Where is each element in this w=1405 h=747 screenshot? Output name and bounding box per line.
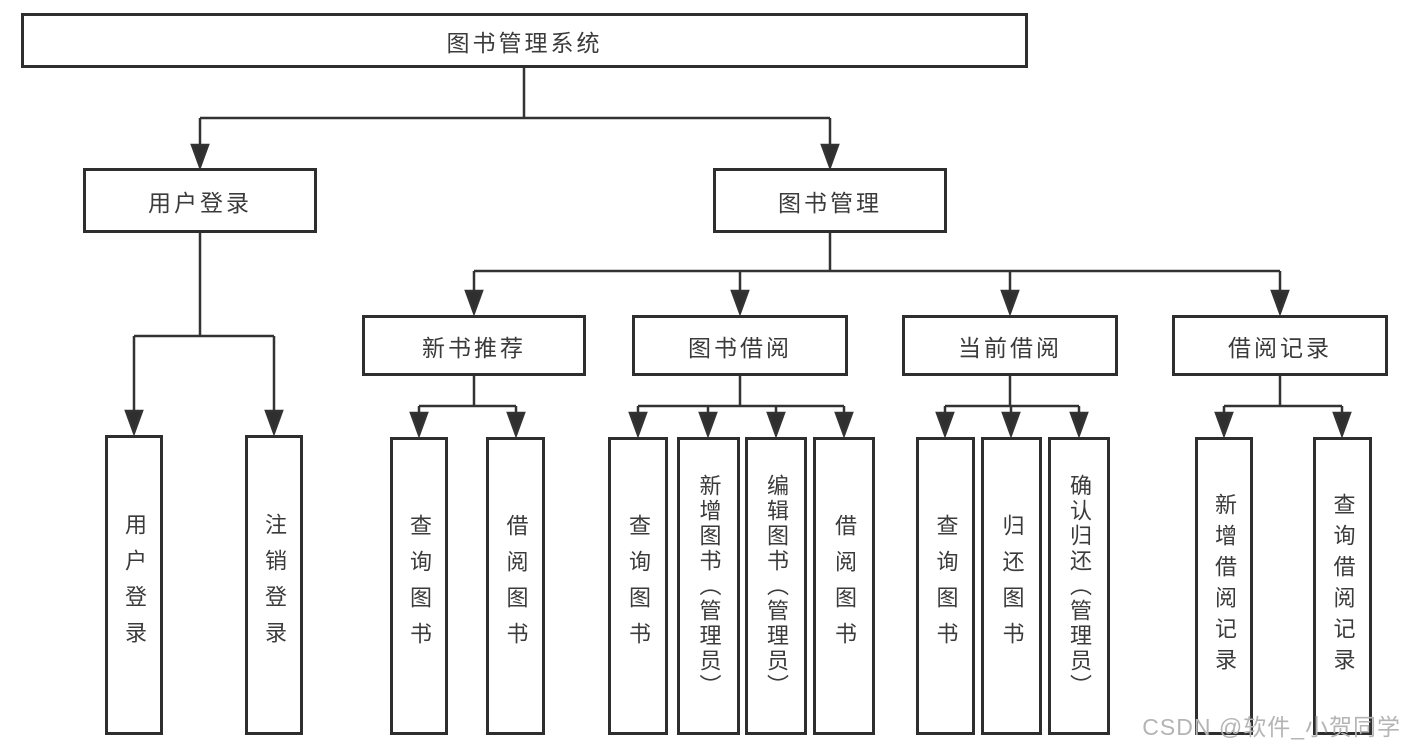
connector-current-borrowing-children [935,376,1089,439]
node-label: 注销登录 [262,513,287,657]
connector-book-management-children [464,233,1290,317]
arrow-down-icon [1069,411,1089,439]
node-label: 新增借阅记录 [1212,493,1237,679]
connector-new-book-recommend-children [409,376,526,439]
arrow-down-icon [730,289,750,317]
node-leaf-borrow-books: 借阅图书 [813,437,875,735]
arrow-down-icon [766,411,786,439]
arrow-down-icon [190,143,210,171]
arrow-down-icon [935,411,955,439]
arrow-down-icon [124,409,144,437]
node-leaf-query-books-recommend: 查询图书 [390,437,448,735]
node-leaf-edit-books-admin: 编辑图书（管理员） [745,437,807,735]
arrow-down-icon [1214,411,1234,439]
node-borrowing-records: 借阅记录 [1172,315,1388,376]
node-label: 借阅图书 [503,514,529,658]
node-current-borrowing: 当前借阅 [902,315,1118,376]
connector-user-login-children [124,233,284,437]
node-leaf-query-books-current: 查询图书 [916,437,975,735]
arrow-down-icon [1000,289,1020,317]
arrow-down-icon [1270,289,1290,317]
arrow-down-icon [464,289,484,317]
node-leaf-user-login: 用户登录 [105,435,163,735]
node-label: 查询借阅记录 [1330,493,1356,679]
node-label: 借阅记录 [1228,334,1332,361]
connector-book-borrowing-children [628,376,854,439]
csdn-watermark: CSDN @软件_小贺同学 [1142,714,1401,740]
node-label: 编辑图书（管理员） [764,473,789,699]
arrow-down-icon [409,411,429,439]
connector-root-to-level2 [190,68,840,171]
node-leaf-return-books: 归还图书 [981,437,1042,735]
node-leaf-borrow-books-recommend: 借阅图书 [486,437,545,735]
node-label: 当前借阅 [958,334,1062,361]
node-label: 新书推荐 [422,334,526,361]
arrow-down-icon [1001,411,1021,439]
node-label: 查询图书 [407,514,432,658]
node-new-book-recommend: 新书推荐 [362,315,586,376]
node-leaf-logout: 注销登录 [245,435,303,735]
node-leaf-add-borrow-record: 新增借阅记录 [1195,437,1253,735]
arrow-down-icon [264,409,284,437]
arrow-down-icon [628,411,648,439]
node-book-borrowing: 图书借阅 [632,315,848,376]
node-label: 新增图书（管理员） [696,473,722,699]
node-label: 确认归还（管理员） [1067,473,1092,699]
connector-borrowing-records-children [1214,376,1352,439]
node-leaf-add-books-admin: 新增图书（管理员） [677,437,740,735]
node-book-management: 图书管理 [713,168,947,233]
arrow-down-icon [834,411,854,439]
node-library-system: 图书管理系统 [21,13,1028,68]
node-label: 图书管理系统 [446,29,603,56]
node-label: 查询图书 [626,514,651,658]
arrow-down-icon [698,411,718,439]
node-label: 用户登录 [122,513,147,657]
arrow-down-icon [1332,411,1352,439]
arrow-down-icon [820,143,840,171]
node-label: 图书管理 [778,189,882,216]
node-label: 借阅图书 [832,514,857,658]
node-label: 图书借阅 [688,334,792,361]
arrow-down-icon [506,411,526,439]
node-label: 查询图书 [933,514,959,658]
node-leaf-query-borrow-record: 查询借阅记录 [1313,437,1372,735]
node-user-login: 用户登录 [83,168,317,233]
node-label: 用户登录 [148,189,252,216]
node-leaf-query-books-borrowing: 查询图书 [608,437,668,735]
node-leaf-confirm-return-admin: 确认归还（管理员） [1048,437,1110,735]
node-label: 归还图书 [999,514,1025,658]
